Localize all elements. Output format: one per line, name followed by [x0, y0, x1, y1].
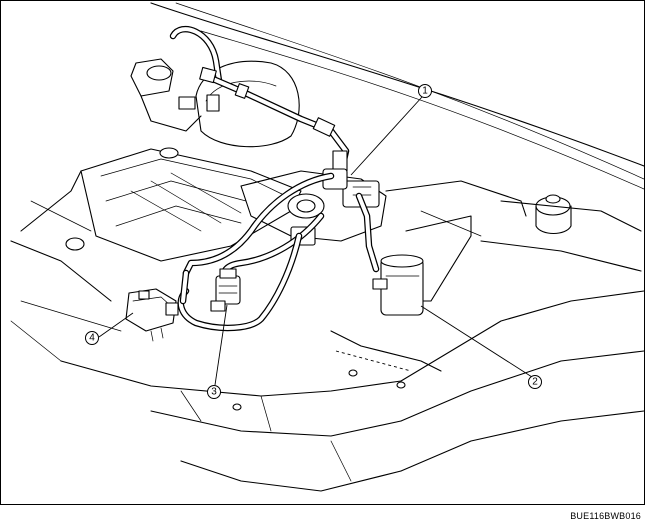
upper-hoses — [169, 25, 350, 177]
callout-leaders — [98, 96, 533, 386]
callout-3: 3 — [207, 385, 221, 399]
chassis-lines — [10, 290, 644, 492]
brake-booster — [130, 58, 300, 148]
callout-3-label: 3 — [211, 387, 217, 398]
vacuum-hoses — [177, 172, 335, 332]
hood-outline — [150, 2, 644, 190]
figure-code: BUE116BWB016 — [570, 511, 641, 521]
solenoid-valve — [210, 268, 241, 312]
callout-1: 1 — [418, 84, 432, 98]
engine-bay-illustration: 1 2 3 4 — [10, 2, 644, 492]
reservoir — [480, 194, 642, 272]
canister-area — [355, 180, 527, 316]
callout-2: 2 — [528, 375, 542, 389]
callout-4-label: 4 — [89, 333, 95, 344]
callout-4: 4 — [85, 331, 99, 345]
vacuum-sensor — [125, 288, 179, 342]
callout-2-label: 2 — [532, 377, 538, 388]
diagram-frame: 1 2 3 4 — [0, 0, 645, 505]
callout-1-label: 1 — [422, 86, 428, 97]
